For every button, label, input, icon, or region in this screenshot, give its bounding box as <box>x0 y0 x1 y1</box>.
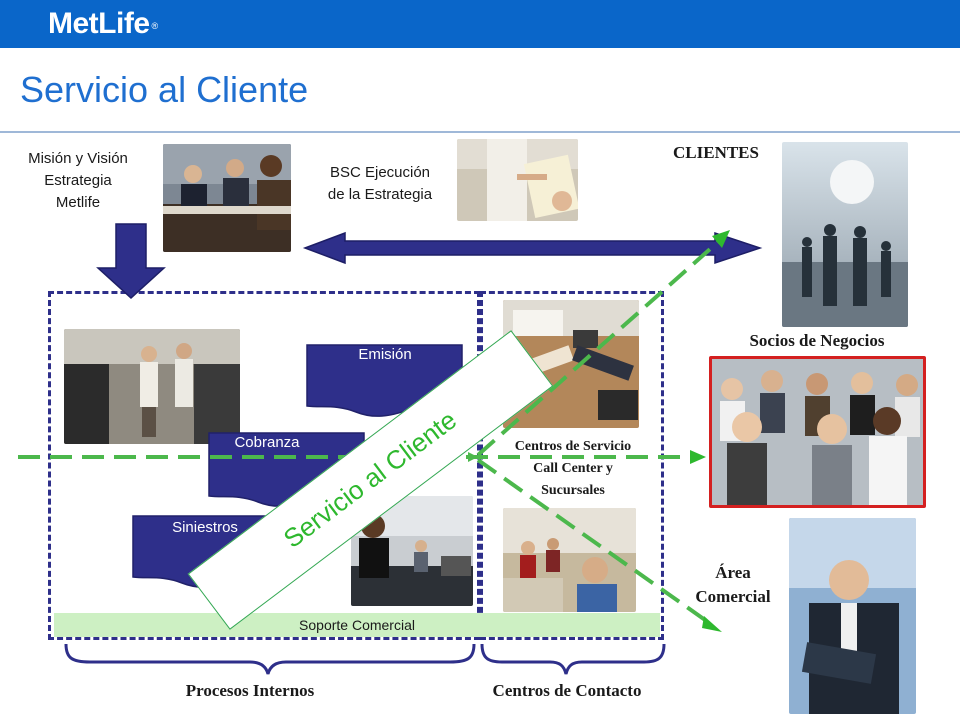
emision-label: Emisión <box>358 346 412 363</box>
siniestros-label: Siniestros <box>172 519 238 536</box>
bsc-text: BSC Ejecución de la Estrategia <box>327 164 433 203</box>
handshake-photo <box>503 300 639 428</box>
title-divider <box>0 131 960 133</box>
page-title: Servicio al Cliente <box>20 69 309 110</box>
office-people-photo <box>64 329 240 444</box>
arrow-right-head <box>690 450 706 464</box>
documents-photo <box>457 139 578 221</box>
down-arrow <box>96 223 166 300</box>
centros-contacto-box <box>480 291 664 640</box>
mision-vision-text: Misión y Visión Estrategia Metlife <box>28 150 128 211</box>
centros-servicio-label: Centros de Servicio Call Center y Sucurs… <box>514 439 632 498</box>
arrow-up-head <box>712 230 730 248</box>
metlife-logo: MetLife® <box>48 7 158 40</box>
soporte-comercial-bar: Soporte Comercial <box>54 613 660 637</box>
family-photo <box>782 142 908 327</box>
cobranza-label: Cobranza <box>234 434 300 451</box>
header-bar <box>0 0 960 48</box>
bidirectional-arrow <box>302 231 763 265</box>
arrow-left-head <box>468 452 478 462</box>
socios-label: Socios de Negocios <box>749 331 885 350</box>
diagonal-down-dashed-line <box>476 458 710 624</box>
area-comercial-label: Área Comercial <box>695 563 771 606</box>
diagonal-up-dashed-line <box>476 240 720 457</box>
procesos-internos-label: Procesos Internos <box>185 681 315 700</box>
procesos-internos-box <box>48 291 480 640</box>
arrow-down-head <box>702 616 722 632</box>
businessman-photo <box>789 518 916 714</box>
bottom-braces <box>64 643 666 675</box>
centros-contacto-label: Centros de Contacto <box>492 681 642 700</box>
meeting-photo <box>163 144 291 252</box>
business-partners-photo <box>709 356 926 508</box>
clientes-label: CLIENTES <box>673 143 759 162</box>
